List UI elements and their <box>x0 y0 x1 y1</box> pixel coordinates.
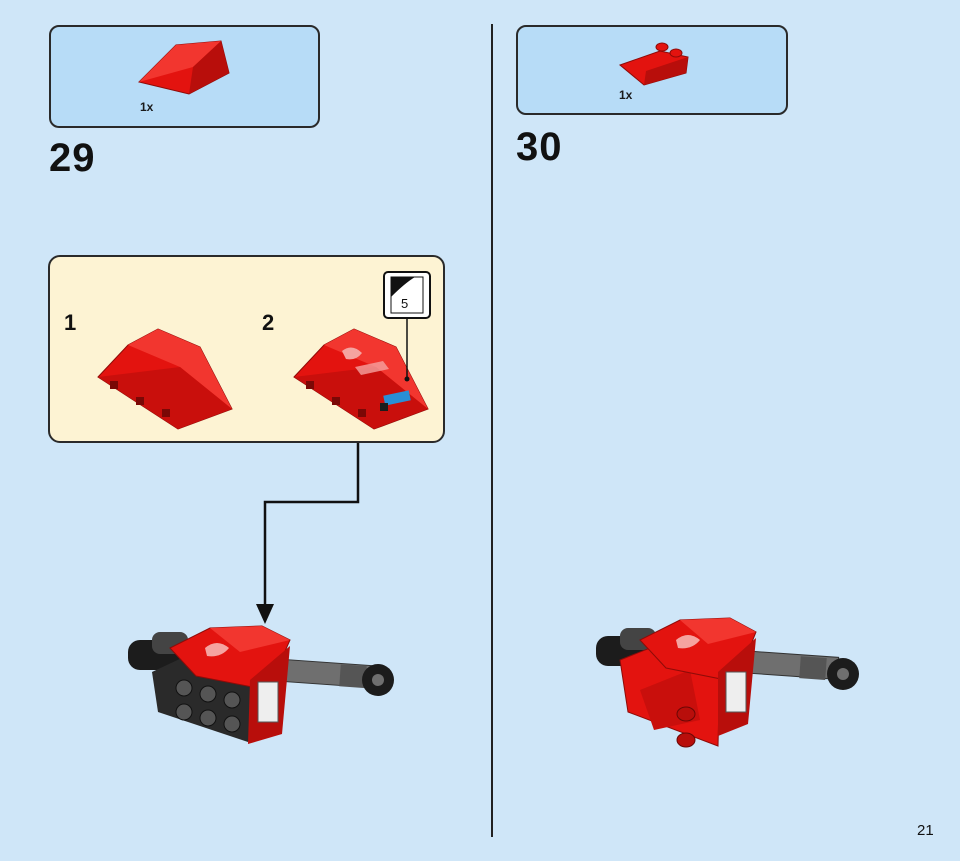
sticker-callout: 5 <box>383 271 431 319</box>
part-quantity: 1x <box>140 100 154 114</box>
sticker-icon <box>390 276 424 314</box>
page-number: 21 <box>917 822 934 839</box>
step-30-parts-box: 1x <box>516 25 788 115</box>
step-29-parts-box: 1x <box>49 25 320 128</box>
step-divider <box>491 24 493 837</box>
red-wedge-part-icon <box>138 40 230 95</box>
red-wedge-brick-image <box>97 328 233 430</box>
red-wedge-brick-with-sticker-image <box>293 328 429 430</box>
sub-step-label-2: 2 <box>262 310 275 335</box>
step-number-30: 30 <box>516 125 563 169</box>
step-number-29: 29 <box>49 136 96 180</box>
sticker-number: 5 <box>401 296 409 311</box>
sticker-leader-line <box>404 319 410 382</box>
sub-assembly-box: 1 2 5 <box>48 255 445 443</box>
sub-step-label-1: 1 <box>64 310 77 335</box>
red-slope-plate-part-icon <box>619 42 689 86</box>
part-quantity: 1x <box>619 88 633 102</box>
